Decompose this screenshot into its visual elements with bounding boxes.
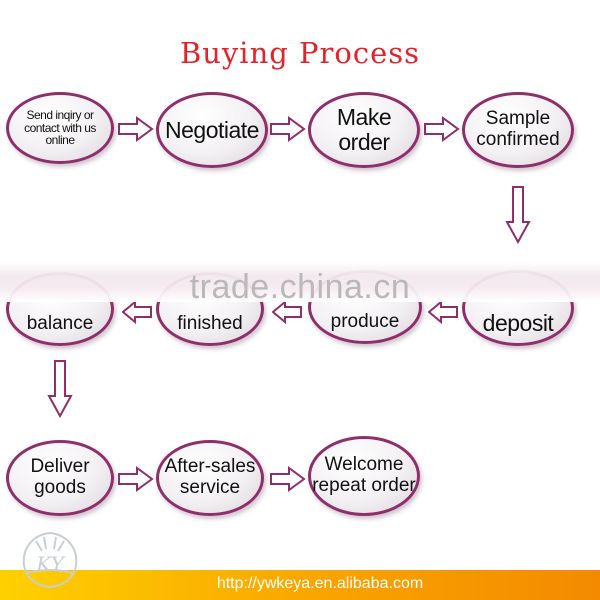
footer-url: http://ywkeya.en.alibaba.com [216,575,424,592]
step-send-inquiry-label: Send inqiry or contact with us online [24,107,96,148]
arrow-right-5 [270,466,306,492]
step-finished-label: finished [177,312,243,334]
step-make-order-label: Make order [336,104,392,155]
arrow-right-1 [118,116,154,142]
step-negotiate-label: Negotiate [165,116,259,143]
step-deposit-label: deposit [482,309,554,336]
step-sample-confirmed-label: Sample confirmed [476,108,560,150]
arrow-down-1 [505,186,531,244]
arrow-right-4 [118,466,154,492]
step-send-inquiry: Send inqiry or contact with us online [6,92,114,164]
watermark-band [0,262,600,302]
arrow-down-2 [47,360,73,418]
step-welcome-repeat-label: Welcome repeat order [312,454,416,496]
step-produce-label: produce [330,310,400,332]
arrow-right-3 [424,116,460,142]
company-logo-icon: KY [22,532,78,588]
svg-text:KY: KY [35,552,65,576]
diagram-title: Buying Process [179,36,421,70]
step-welcome-repeat: Welcome repeat order [308,436,420,516]
step-after-sales: After-sales service [156,440,264,516]
arrow-left-3 [428,300,458,324]
arrow-left-1 [122,300,152,324]
step-balance-label: balance [26,312,94,334]
step-deliver-goods: Deliver goods [6,440,114,516]
arrow-left-2 [272,300,302,324]
step-sample-confirmed: Sample confirmed [462,92,574,168]
step-after-sales-label: After-sales service [164,456,256,498]
step-deliver-goods-label: Deliver goods [30,456,90,498]
step-negotiate: Negotiate [156,92,268,168]
footer-bar [0,570,600,600]
arrow-right-2 [270,116,306,142]
step-make-order: Make order [308,92,420,168]
watermark-text: trade.china.cn [189,268,411,306]
